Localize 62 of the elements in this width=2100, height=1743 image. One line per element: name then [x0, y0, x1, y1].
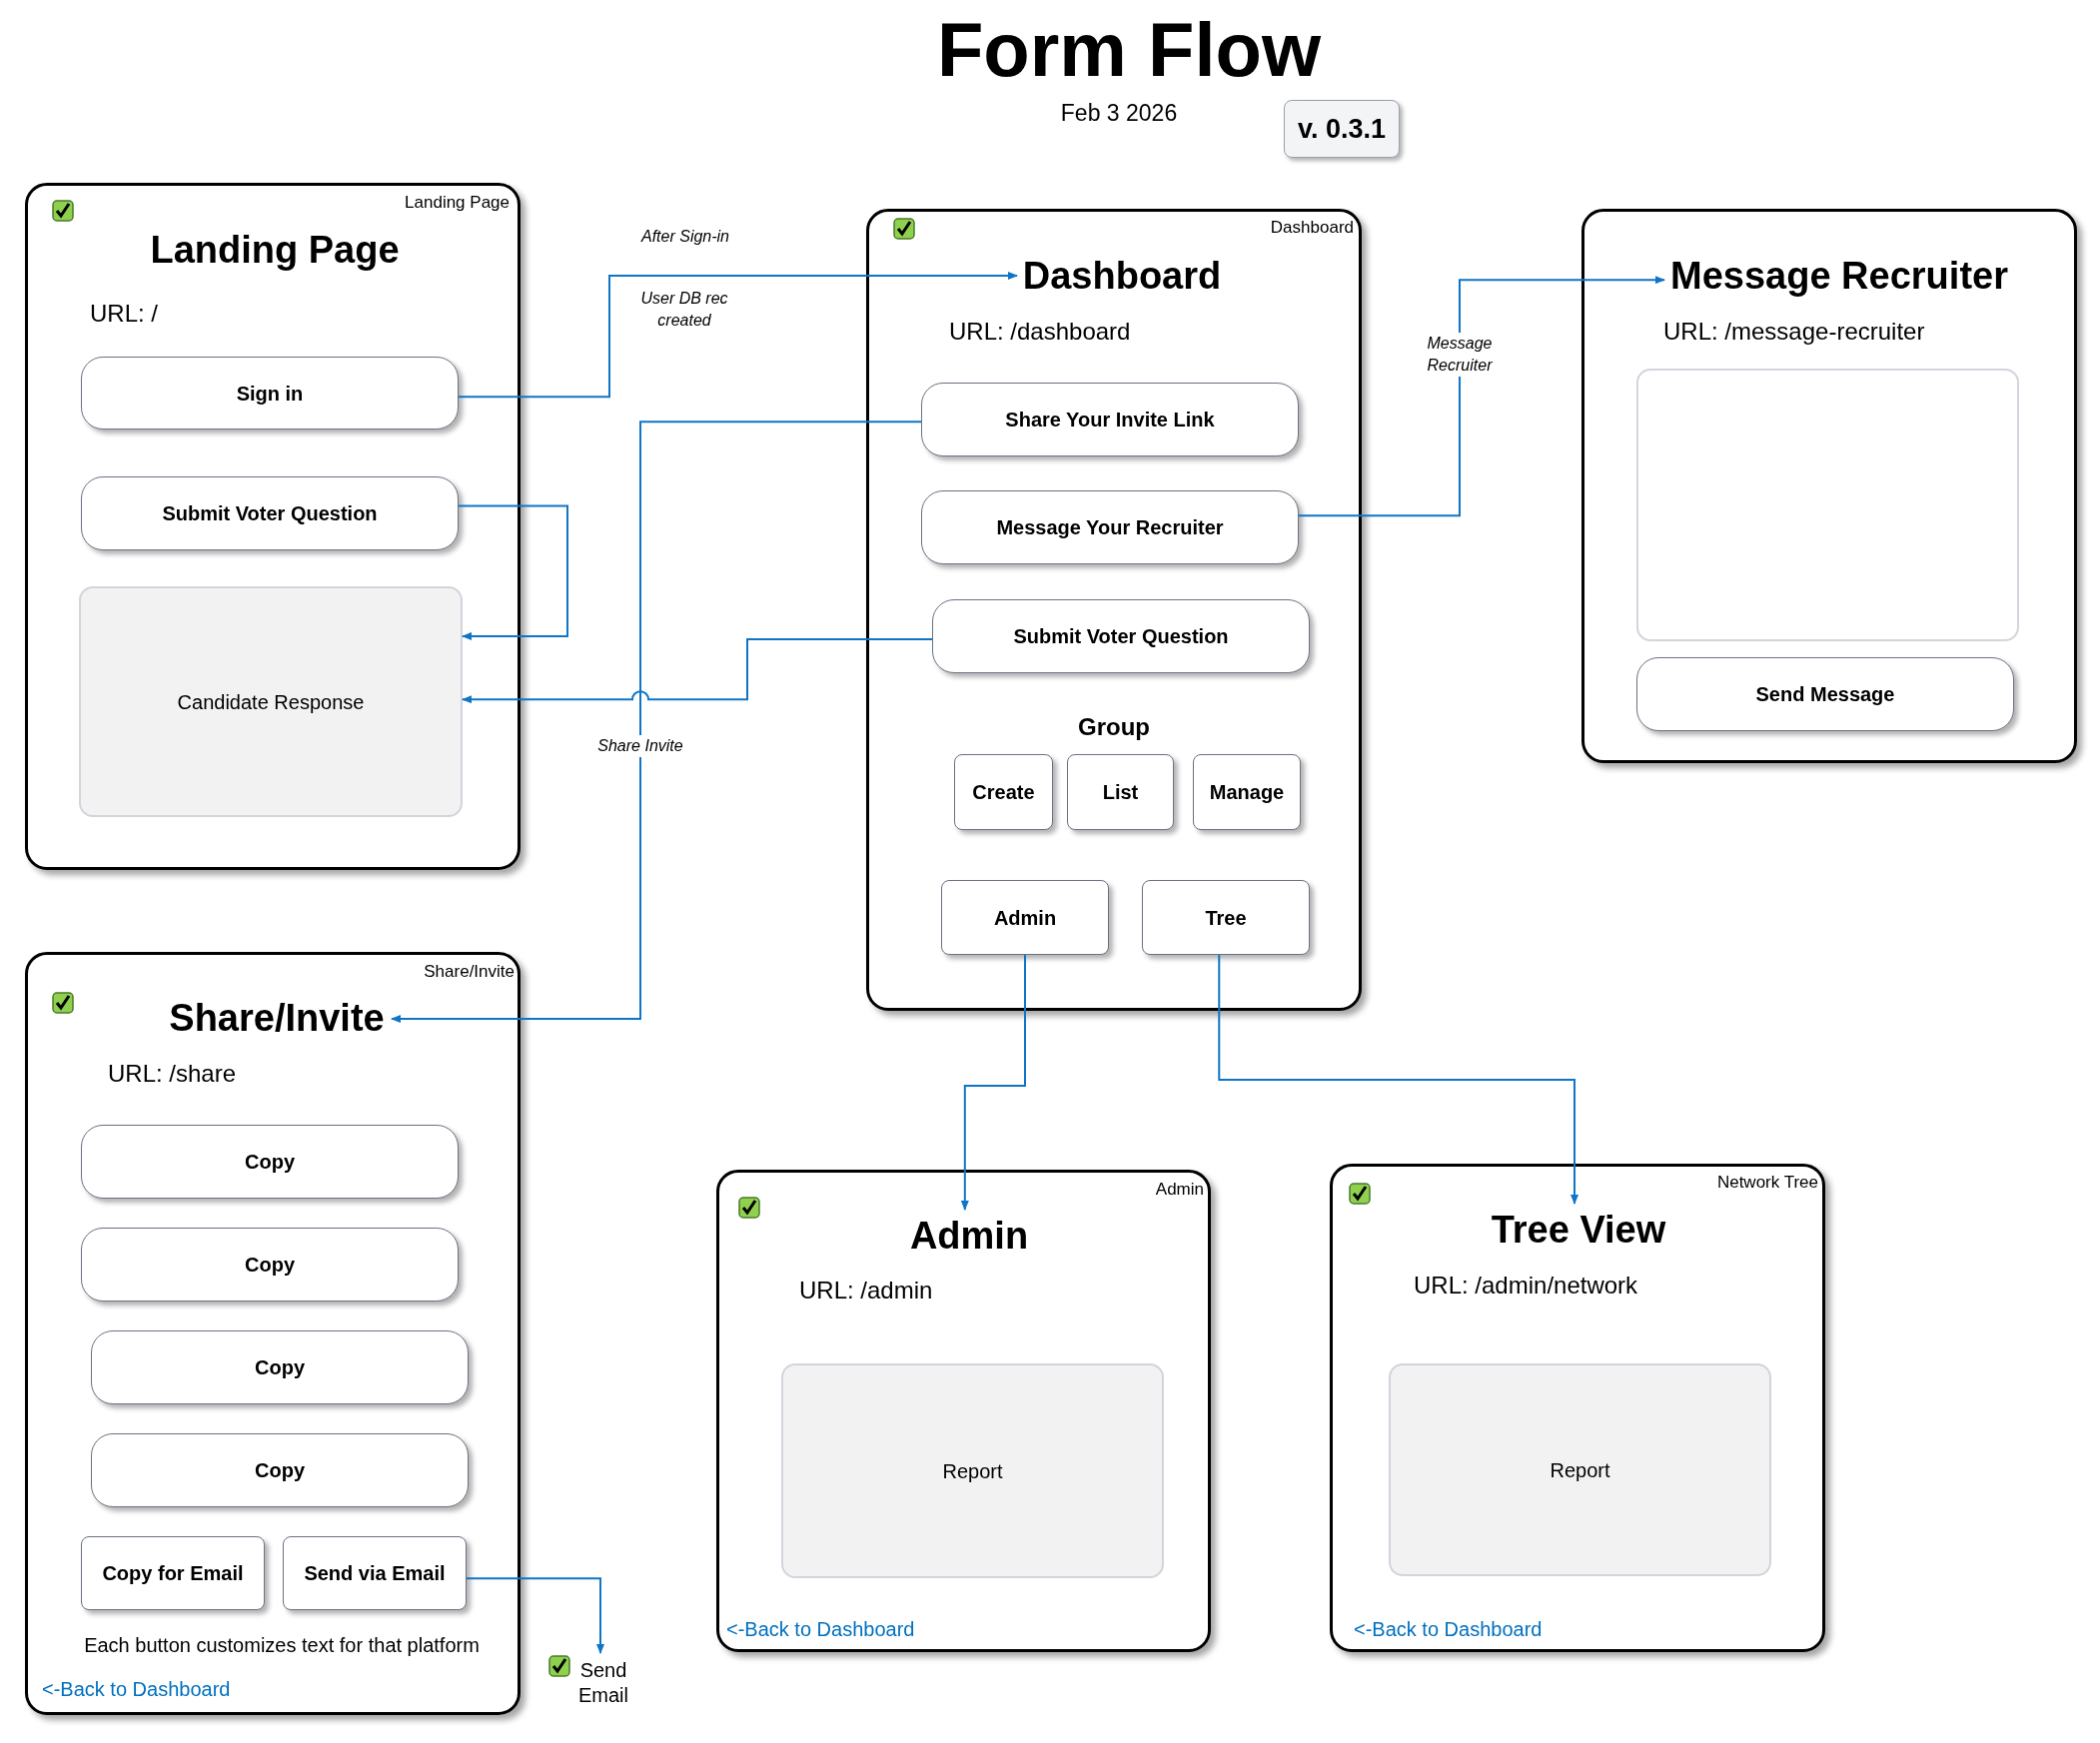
- ui-button: Message Your Recruiter: [921, 490, 1299, 564]
- content-panel: Report: [781, 1363, 1164, 1578]
- page-card: [1581, 209, 2077, 763]
- diagram-title: Form Flow: [935, 12, 1323, 88]
- page-label: Landing Page: [404, 192, 510, 214]
- ui-button: Share Your Invite Link: [921, 383, 1299, 456]
- edge-note: User DB rec created: [639, 289, 729, 331]
- ui-button: Create: [954, 754, 1053, 830]
- arrow: [1218, 954, 1578, 1205]
- ui-button: Sign in: [81, 357, 459, 430]
- ui-button: Send via Email: [283, 1536, 467, 1610]
- section-heading: Group: [1077, 712, 1151, 742]
- page-heading: Message Recruiter: [1664, 250, 2014, 302]
- ui-button: Submit Voter Question: [932, 599, 1310, 673]
- page-card: [25, 952, 521, 1715]
- back-link: <-Back to Dashboard: [1354, 1617, 1544, 1642]
- arrow: [960, 954, 1026, 1211]
- ui-button: Manage: [1193, 754, 1301, 830]
- ui-button: Tree: [1142, 880, 1310, 955]
- page-heading: Admin: [899, 1210, 1039, 1262]
- url-text: URL: /: [90, 299, 159, 329]
- note-text: Each button customizes text for that platform: [83, 1633, 481, 1658]
- page-label: Admin: [1154, 1179, 1204, 1201]
- arrow: [466, 1577, 604, 1654]
- page-card: [866, 209, 1362, 1011]
- back-link: <-Back to Dashboard: [42, 1677, 232, 1702]
- url-text: URL: /dashboard: [949, 317, 1132, 347]
- ui-button: Copy: [81, 1228, 459, 1302]
- ui-button: Send Message: [1636, 657, 2014, 731]
- ui-button: Copy: [81, 1125, 459, 1199]
- page-label: Share/Invite: [423, 961, 515, 983]
- ui-button: Admin: [941, 880, 1109, 955]
- page-heading: Dashboard: [1017, 250, 1227, 302]
- page-card: [1330, 1164, 1825, 1652]
- node-label: Send Email: [573, 1653, 633, 1713]
- date-text: Feb 3 2026: [1059, 99, 1179, 128]
- url-text: URL: /admin/network: [1414, 1271, 1639, 1301]
- page-card: [716, 1170, 1211, 1652]
- content-panel: Report: [1389, 1363, 1771, 1576]
- page-card: [25, 183, 521, 870]
- arrow: [458, 272, 1018, 399]
- page-heading: Share/Invite: [162, 992, 392, 1044]
- arrow: [391, 421, 922, 1024]
- back-link: <-Back to Dashboard: [726, 1617, 916, 1642]
- arrow: [462, 637, 933, 704]
- page-heading: Landing Page: [149, 228, 401, 273]
- text-area-box: [1636, 369, 2019, 641]
- content-panel: Candidate Response: [79, 586, 463, 817]
- ui-button: Copy: [91, 1330, 469, 1404]
- url-text: URL: /share: [108, 1059, 238, 1089]
- page-label: Dashboard: [1269, 217, 1354, 239]
- arrow: [1298, 276, 1665, 517]
- url-text: URL: /message-recruiter: [1663, 317, 1926, 347]
- ui-button: Submit Voter Question: [81, 476, 459, 550]
- page-label: Network Tree: [1715, 1172, 1818, 1194]
- ui-button: Copy: [91, 1433, 469, 1507]
- version-badge: v. 0.3.1: [1284, 100, 1400, 158]
- arrow: [458, 504, 568, 640]
- page-heading: Tree View: [1479, 1204, 1678, 1256]
- ui-button: Copy for Email: [81, 1536, 265, 1610]
- ui-button: List: [1067, 754, 1174, 830]
- url-text: URL: /admin: [799, 1276, 934, 1306]
